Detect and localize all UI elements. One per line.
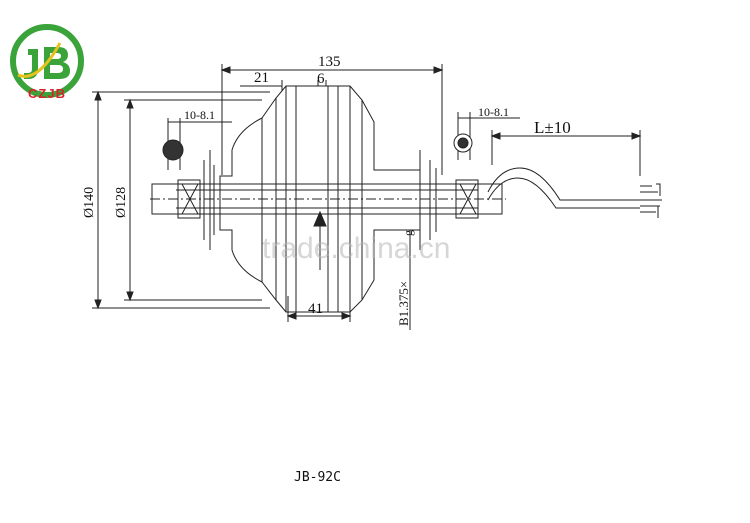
model-number: JB-92C [294,470,341,485]
label-axle-flat-right: 10-8.1 [478,105,509,119]
rotation-arrow [313,210,327,270]
brand-name: CZJB [28,86,66,101]
logo-j-shape [24,49,38,79]
dimension-inner-diameter: Ø128 [114,98,262,302]
logo-b-shape [44,47,70,79]
dimension-hub-width: 41 [286,296,352,322]
bolt-callout: B1.375× g [396,230,415,330]
dimension-outer-diameter: Ø140 [82,90,270,310]
label-bolt: B1.375× [396,281,411,326]
watermark: trade.china.cn [262,232,451,265]
czjb-logo [10,24,84,98]
axle-shaft [150,179,506,219]
label-hub-width: 41 [308,301,323,317]
label-inner-diameter: Ø128 [114,187,129,218]
logo-swoosh [17,42,62,78]
label-center: 6 [317,71,325,87]
label-flange-offset: 21 [254,70,269,86]
axle-section-right: 10-8.1 [453,105,520,160]
dimension-overall-width: 135 [220,54,444,175]
label-cable-length: L±10 [534,118,571,137]
label-axle-flat-left: 10-8.1 [184,108,215,122]
motor-cable [487,167,662,218]
label-nut: g [401,230,415,236]
label-outer-diameter: Ø140 [82,187,97,218]
label-overall-width: 135 [318,54,341,70]
axle-section-left: 10-8.1 [162,108,232,170]
dimension-cable-length: L±10 [490,118,642,176]
